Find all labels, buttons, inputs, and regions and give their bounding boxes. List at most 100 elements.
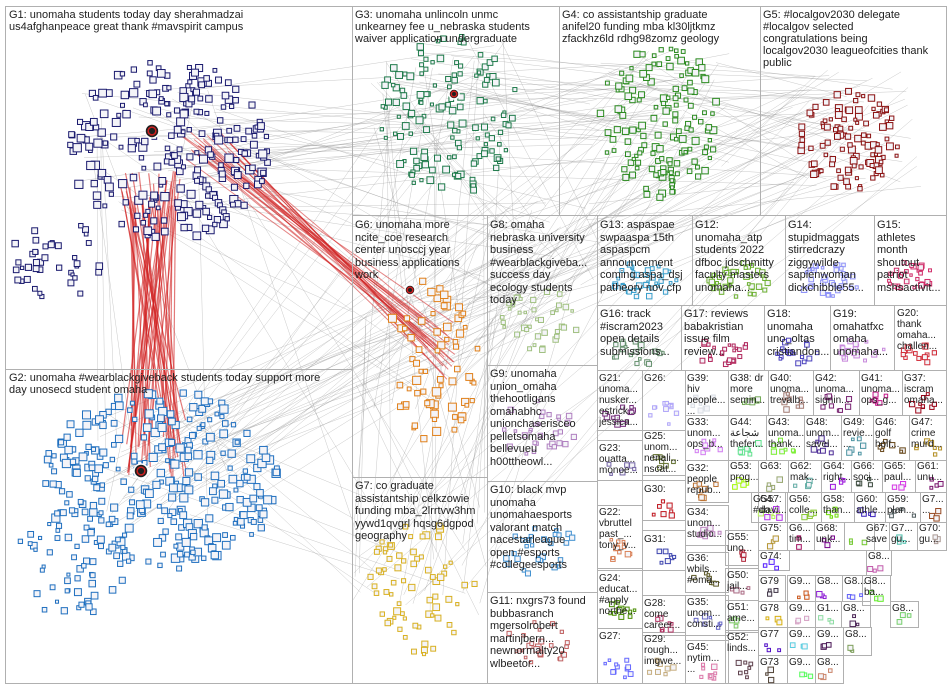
node[interactable] [659,48,663,52]
node[interactable] [611,670,616,675]
node[interactable] [457,146,461,150]
node[interactable] [413,376,421,384]
node[interactable] [708,139,711,142]
node[interactable] [215,136,223,144]
node[interactable] [156,206,160,210]
node[interactable] [103,204,107,208]
node[interactable] [503,326,506,329]
node[interactable] [688,88,694,94]
node[interactable] [231,423,235,427]
node[interactable] [626,152,631,157]
node[interactable] [455,366,461,372]
node[interactable] [218,480,225,487]
node[interactable] [799,142,804,147]
node[interactable] [87,161,95,169]
node[interactable] [766,617,769,620]
node[interactable] [438,377,444,383]
node[interactable] [845,167,851,173]
node[interactable] [135,213,140,218]
node[interactable] [157,469,164,476]
node[interactable] [79,223,83,227]
node[interactable] [230,104,234,108]
node[interactable] [33,237,39,243]
node[interactable] [663,122,667,126]
node[interactable] [856,93,860,97]
node[interactable] [501,320,505,324]
node[interactable] [109,587,116,594]
node[interactable] [914,352,918,356]
node[interactable] [709,358,713,362]
node[interactable] [67,573,70,576]
node[interactable] [696,165,700,169]
node[interactable] [430,103,433,106]
node[interactable] [133,227,138,232]
node[interactable] [115,435,122,442]
node[interactable] [93,96,98,101]
node[interactable] [871,176,875,180]
node[interactable] [453,128,457,132]
node[interactable] [180,512,187,519]
node[interactable] [709,675,712,678]
node[interactable] [205,111,209,115]
node[interactable] [501,113,505,117]
node[interactable] [887,123,893,129]
node[interactable] [85,476,90,481]
node[interactable] [892,485,896,489]
node[interactable] [807,110,813,116]
node[interactable] [394,132,397,135]
node[interactable] [870,163,874,167]
node[interactable] [433,84,436,87]
node[interactable] [647,361,652,366]
node[interactable] [227,137,232,142]
node[interactable] [177,118,185,126]
node[interactable] [703,150,708,155]
node[interactable] [116,537,121,542]
node[interactable] [250,533,254,537]
node[interactable] [254,484,260,490]
node[interactable] [233,97,239,103]
node[interactable] [119,180,127,188]
node[interactable] [675,49,679,53]
node[interactable] [855,135,861,141]
node[interactable] [823,596,826,599]
node[interactable] [90,502,96,508]
node[interactable] [415,556,420,561]
node[interactable] [425,567,431,573]
node[interactable] [873,569,876,572]
node[interactable] [437,574,443,580]
node[interactable] [125,524,133,532]
node[interactable] [159,178,166,185]
node[interactable] [145,490,153,498]
node[interactable] [685,62,688,65]
node[interactable] [657,62,662,67]
node[interactable] [605,81,609,85]
node[interactable] [533,344,536,347]
node[interactable] [55,600,58,603]
node[interactable] [456,603,459,606]
node[interactable] [848,143,852,147]
node[interactable] [829,118,832,121]
node[interactable] [193,232,201,240]
node[interactable] [228,466,232,470]
node[interactable] [194,520,202,528]
node[interactable] [414,158,419,163]
node[interactable] [922,355,927,360]
node[interactable] [190,404,197,411]
node[interactable] [246,128,252,134]
node[interactable] [169,494,176,501]
node[interactable] [33,260,39,266]
node[interactable] [152,233,159,240]
node[interactable] [459,120,466,127]
node[interactable] [661,512,666,517]
node[interactable] [46,451,52,457]
node[interactable] [744,661,747,664]
node[interactable] [855,107,862,114]
node[interactable] [431,410,439,418]
node[interactable] [674,103,678,107]
node[interactable] [221,105,225,109]
node[interactable] [395,565,401,571]
node[interactable] [167,86,171,90]
node[interactable] [432,417,436,421]
node[interactable] [410,148,416,154]
node[interactable] [38,291,42,295]
